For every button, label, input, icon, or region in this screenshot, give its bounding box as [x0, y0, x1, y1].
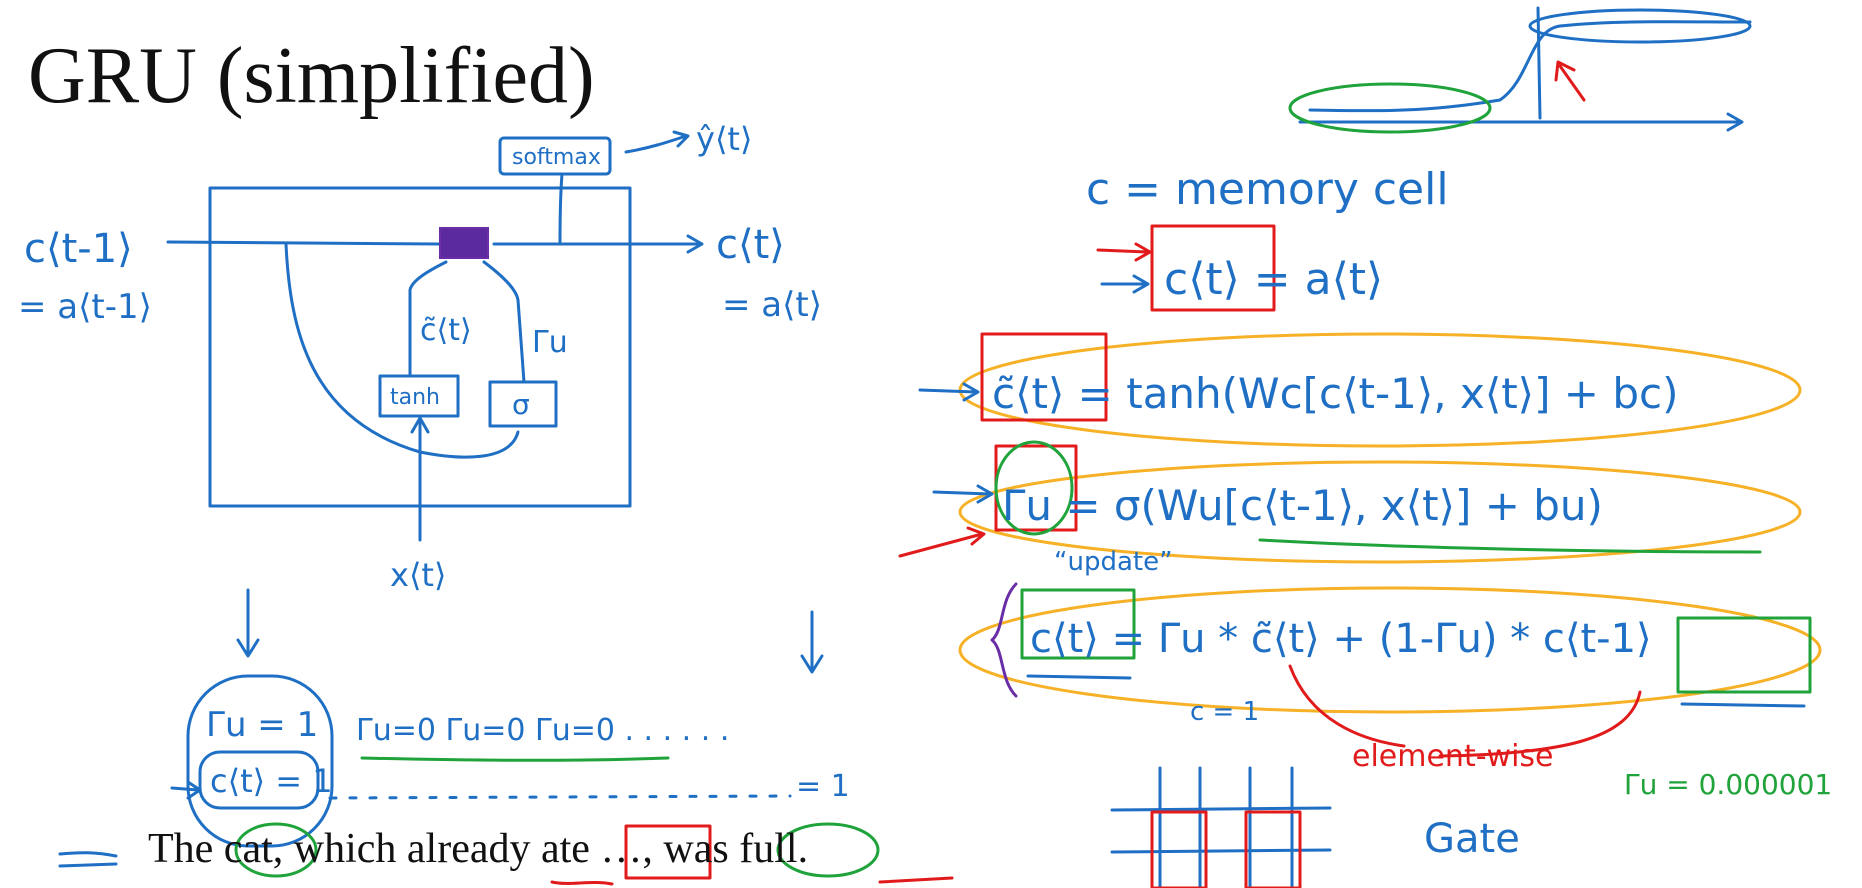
element-wise-label: element-wise: [1352, 739, 1554, 774]
gate-grid-red-2: [1244, 810, 1302, 888]
softmax-arrow: [624, 130, 690, 154]
red-arrow-to-elementwise-1: [1288, 664, 1406, 748]
sentence-pointer: [58, 851, 118, 868]
c-new-green-box: [1020, 588, 1136, 660]
gate-grid: [1110, 766, 1332, 888]
t-equals-one: = 1: [796, 769, 850, 804]
softmax-box: [498, 136, 612, 176]
gamma-green-circle: [994, 440, 1074, 536]
full-red-underline: [878, 876, 954, 884]
gamma-small-value: Γu = 0.000001: [1624, 768, 1832, 801]
c-equals-a-eq: c⟨t⟩ = a⟨t⟩: [1164, 254, 1383, 305]
sigmoid-vertical: [1536, 6, 1542, 120]
memory-cell-note: c = memory cell: [1086, 164, 1449, 215]
ate-red-box: [624, 824, 712, 880]
c-one-pointer: [170, 780, 202, 800]
c-blue-underlines: [1026, 674, 1806, 708]
x-t-label: x⟨t⟩: [390, 556, 446, 594]
example-sentence: The cat, which already ate …, was full.: [148, 826, 809, 872]
gamma-eq: Γu = σ(Wu[c⟨t-1⟩, x⟨t⟩] + bu): [1002, 481, 1603, 530]
gamma-u-label: Γu: [532, 325, 568, 360]
sigmoid-top-ellipse: [1528, 8, 1752, 44]
softmax-branch: [558, 172, 564, 244]
gate-box: [439, 227, 489, 259]
sigmoid-red-arrow: [1554, 60, 1586, 102]
first-step-oval: [186, 674, 334, 848]
down-arrow-right: [800, 610, 824, 674]
x-input-arrow: [410, 416, 430, 542]
gamma-green-underline: [1258, 538, 1762, 554]
update-label: “update”: [1054, 547, 1173, 577]
dotted-timeline: [328, 794, 792, 800]
c-tilde-label: c̃⟨t⟩: [420, 313, 472, 348]
gate-label: Gate: [1424, 816, 1520, 862]
tanh-box: [378, 374, 460, 418]
gamma-one-label: Γu = 1: [206, 705, 318, 745]
c-update-eq: c⟨t⟩ = Γu * c̃⟨t⟩ + (1-Γu) * c⟨t-1⟩: [1030, 616, 1652, 662]
blue-pointer-arrow-1: [1100, 274, 1150, 294]
red-pointer-arrow-2: [898, 526, 986, 558]
c-tilde-red-box: [980, 332, 1108, 422]
c-output-arrow: [492, 234, 704, 254]
gamma-zero-sequence: Γu=0 Γu=0 Γu=0 . . . . . .: [356, 713, 729, 748]
tanh-label: tanh: [390, 385, 440, 410]
gate-grid-red-1: [1150, 810, 1208, 888]
c-tilde-eq: c̃⟨t⟩ = tanh(Wc[c⟨t-1⟩, x⟨t⟩] + bc): [992, 369, 1678, 418]
cat-green-circle: [234, 822, 318, 878]
red-pointer-arrow-1: [1096, 242, 1152, 262]
blue-pointer-arrow-3: [932, 484, 994, 504]
softmax-label: softmax: [512, 145, 601, 170]
c-tilde-arrow: [408, 260, 448, 378]
c-update-eq-highlight: [958, 586, 1822, 714]
c-one-box: [198, 750, 320, 810]
c-equals-one-small: c = 1: [1190, 697, 1259, 727]
down-arrow-left: [236, 588, 260, 658]
sigmoid-curve: [1308, 20, 1752, 113]
gamma-eq-highlight: [958, 460, 1802, 564]
c-prev-label: c⟨t-1⟩: [24, 226, 133, 272]
sigmoid-axis: [1298, 112, 1744, 132]
page-title: GRU (simplified): [28, 32, 595, 120]
c-one-label: c⟨t⟩ = 1: [210, 762, 333, 800]
ate-red-squiggle: [550, 880, 614, 886]
gamma-zero-green-underline: [360, 756, 670, 762]
c-prev-feed-curve: [284, 242, 520, 459]
a-prev-label: = a⟨t-1⟩: [18, 287, 152, 327]
c-next-label: c⟨t⟩: [716, 222, 785, 268]
sigmoid-green-ellipse: [1288, 82, 1492, 134]
gamma-arrow: [482, 260, 526, 384]
y-hat-label: ŷ⟨t⟩: [696, 120, 752, 158]
c-prev-green-box: [1676, 616, 1812, 694]
sigma-label: σ: [512, 388, 530, 421]
a-next-label: = a⟨t⟩: [722, 285, 822, 325]
c-input-line: [166, 240, 442, 246]
red-arrow-to-elementwise-2: [1438, 690, 1642, 758]
was-green-circle: [776, 822, 880, 878]
c-equals-a-red-box: [1150, 224, 1276, 312]
purple-brace: [990, 582, 1018, 698]
blue-pointer-arrow-2: [918, 382, 980, 402]
